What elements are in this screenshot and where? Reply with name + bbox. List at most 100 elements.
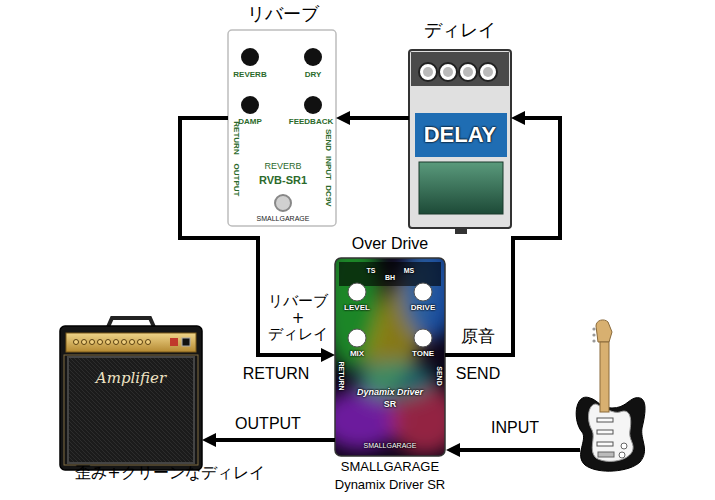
amp-knob	[146, 340, 151, 345]
knob	[419, 63, 437, 81]
pedal-caption: SMALLGARAGE	[341, 460, 439, 474]
knob	[439, 63, 457, 81]
overdrive-pedal: Over DriveTSBHMSLEVELDRIVEMIXTONERETURNS…	[335, 258, 445, 456]
amp-knob	[74, 340, 79, 345]
knob-label: FEEDBACK	[289, 118, 333, 127]
switch-label: MS	[404, 267, 415, 275]
switch-label: TS	[367, 267, 376, 275]
signal-cable	[180, 118, 328, 355]
amp-jewel-light	[170, 338, 178, 346]
switch-panel	[339, 262, 441, 286]
port-label: SEND	[456, 365, 500, 383]
amp-knob	[122, 340, 127, 345]
guitar-pickup	[597, 442, 613, 446]
jack-label: OUTPUT	[232, 164, 241, 197]
knob-label: DAMP	[238, 118, 262, 127]
amp-cabinet	[60, 326, 202, 470]
knob-cap	[423, 67, 433, 77]
input-cable	[453, 448, 580, 452]
brand-name: SMALLGARAGE	[364, 442, 417, 450]
guitar-bridge	[598, 452, 614, 457]
delay-pedal: ディレイDELAY	[409, 50, 511, 228]
knob-cap	[463, 67, 473, 77]
guitar-tuner	[592, 327, 595, 330]
brand-name: SMALLGARAGE	[257, 215, 310, 223]
port-label: INPUT	[491, 419, 539, 437]
port-label: OUTPUT	[235, 415, 301, 433]
pedal-heading: ディレイ	[424, 20, 496, 40]
amp-grille	[68, 357, 194, 463]
amp-switch	[182, 338, 190, 346]
guitar-pickup	[597, 430, 613, 434]
guitar-tuner	[592, 339, 595, 342]
knob-label: MIX	[350, 350, 364, 359]
knob-label: LEVEL	[344, 304, 370, 313]
amp-knob	[114, 340, 119, 345]
dc-jack	[455, 228, 467, 234]
pedal-name: Dynamix Driver	[357, 388, 423, 398]
guitar-knob	[619, 452, 625, 458]
guitar-pickup	[597, 418, 613, 422]
reverb-pedal: リバーブREVERBDRYDAMPFEEDBACKRETURNOUTPUTSEN…	[228, 30, 336, 226]
delay-pedal-switch	[419, 162, 503, 214]
delay-knob-panel	[411, 52, 509, 86]
jack-label: SEND	[324, 129, 333, 151]
amp-logo: Amplifier	[96, 370, 166, 387]
pedal-name: DELAY	[424, 123, 497, 147]
knob	[241, 96, 259, 114]
switch-label: BH	[385, 274, 395, 282]
delay-name-plate	[415, 113, 507, 157]
guitar-pickguard	[589, 404, 634, 461]
knob	[414, 283, 432, 301]
overdrive-pedal-body	[335, 258, 445, 456]
jack-label: SEND	[435, 366, 443, 385]
pedal-heading: リバーブ	[247, 4, 319, 24]
knob	[348, 283, 366, 301]
knob	[241, 48, 259, 66]
amp-knob	[138, 340, 143, 345]
jack-label: RETURN	[337, 361, 345, 390]
signal-cable	[209, 438, 335, 442]
pedal-caption: Dynamix Driver SR	[335, 478, 446, 492]
knob-cap	[443, 67, 453, 77]
guitar-neck	[600, 342, 609, 412]
signal-note: 歪み+クリーンなディレイ	[75, 464, 264, 482]
guitar-body	[576, 397, 645, 471]
knob-label: TONE	[412, 350, 434, 359]
shade	[335, 258, 445, 456]
knob-label: DRY	[305, 71, 322, 80]
footswitch	[275, 195, 291, 211]
port-label: RETURN	[243, 365, 310, 383]
knob-label: REVERB	[233, 71, 266, 80]
knob-label: DRIVE	[411, 304, 435, 313]
knob-cap	[483, 67, 493, 77]
guitar-headstock	[596, 320, 612, 342]
guitar-knob	[621, 443, 627, 449]
knob	[304, 96, 322, 114]
amp-knob	[90, 340, 95, 345]
overdrive-pedal-outline	[335, 258, 445, 456]
amp-knob	[106, 340, 111, 345]
amplifier: Amplifier	[60, 326, 202, 470]
knob	[414, 329, 432, 347]
knob	[304, 48, 322, 66]
signal-label: リバーブ + ディレイ	[263, 293, 333, 343]
jack-label: INPUT	[324, 156, 333, 180]
pedal-heading: Over Drive	[352, 235, 428, 253]
jack-label: RETURN	[232, 121, 241, 154]
model-name: SR	[384, 400, 397, 410]
amp-piping	[64, 355, 198, 465]
jack-label: DC9V	[324, 185, 333, 206]
amp-knob	[98, 340, 103, 345]
amp-knob	[82, 340, 87, 345]
signal-label: 原音	[461, 327, 495, 346]
model-name: RVB-SR1	[259, 174, 307, 186]
guitar-tuner	[592, 333, 595, 336]
delay-pedal-body	[409, 50, 511, 228]
knob	[348, 329, 366, 347]
amp-knob	[130, 340, 135, 345]
signal-cable	[343, 116, 409, 120]
reverb-pedal-body	[228, 30, 336, 226]
